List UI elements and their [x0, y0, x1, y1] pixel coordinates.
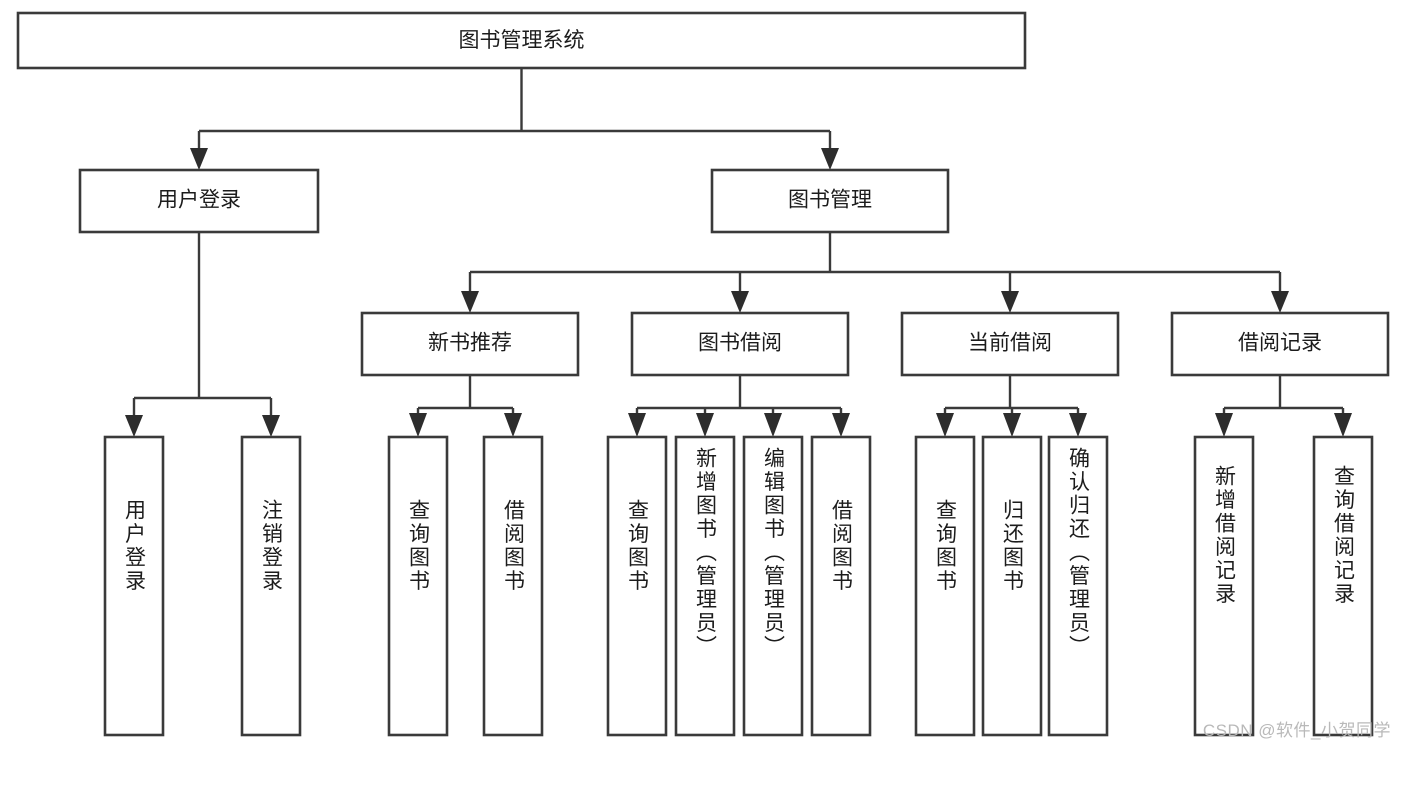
- node-leaf-book-borrow-3-box[interactable]: [742, 435, 804, 737]
- arrow-current-borrow-child-3-icon: [1069, 413, 1087, 437]
- arrow-book-mgmt-child-1-icon: [461, 291, 479, 313]
- node-new-book-recommend-box[interactable]: [360, 311, 580, 377]
- node-borrow-record-box[interactable]: [1170, 311, 1390, 377]
- node-borrow-record-label: 借阅记录: [1238, 332, 1322, 355]
- connector-group-new-book-recommend: [409, 375, 522, 437]
- node-leaf-new-book-2-box[interactable]: [482, 435, 544, 737]
- node-book-management-label: 图书管理: [788, 189, 872, 212]
- node-root-box[interactable]: [16, 11, 1027, 70]
- arrow-book-borrow-child-3-icon: [764, 413, 782, 437]
- node-leaf-book-borrow-4-box[interactable]: [810, 435, 872, 737]
- node-book-borrow-box[interactable]: [630, 311, 850, 377]
- arrow-root-to-user-login-icon: [190, 148, 208, 170]
- arrow-borrow-record-child-1-icon: [1215, 413, 1233, 437]
- connector-group-borrow-record: [1215, 375, 1352, 437]
- node-leaf-borrow-record-2-box[interactable]: [1312, 435, 1374, 737]
- arrow-book-mgmt-child-4-icon: [1271, 291, 1289, 313]
- node-leaf-current-borrow-3-box[interactable]: [1047, 435, 1109, 737]
- connector-group-book-borrow: [628, 375, 850, 437]
- arrow-book-mgmt-child-3-icon: [1001, 291, 1019, 313]
- node-user-login[interactable]: 用户登录: [78, 168, 320, 234]
- flowchart-canvas: 图书管理系统 用户登录 图书管理 新书推荐 图书借阅 当前借阅 借阅记录: [16, 11, 1390, 737]
- node-current-borrow-box[interactable]: [900, 311, 1120, 377]
- connector-group-current-borrow: [936, 375, 1087, 437]
- connector-group-root: [190, 68, 839, 170]
- connector-group-book-management: [461, 232, 1289, 313]
- arrow-user-login-child-1-icon: [125, 415, 143, 437]
- node-book-borrow[interactable]: 图书借阅: [630, 311, 850, 377]
- node-root-label: 图书管理系统: [459, 29, 585, 52]
- node-leaf-user-login-1-box[interactable]: [103, 435, 165, 737]
- arrow-current-borrow-child-1-icon: [936, 413, 954, 437]
- arrow-new-book-child-2-icon: [504, 413, 522, 437]
- arrow-book-mgmt-child-2-icon: [731, 291, 749, 313]
- arrow-borrow-record-child-2-icon: [1334, 413, 1352, 437]
- node-user-login-label: 用户登录: [157, 189, 241, 212]
- node-leaf-new-book-1-box[interactable]: [387, 435, 449, 737]
- flowchart-diagram: 图书管理系统 用户登录 图书管理 新书推荐 图书借阅 当前借阅 借阅记录: [16, 11, 1391, 740]
- arrow-book-borrow-child-4-icon: [832, 413, 850, 437]
- node-borrow-record[interactable]: 借阅记录: [1170, 311, 1390, 377]
- node-new-book-recommend[interactable]: 新书推荐: [360, 311, 580, 377]
- node-leaf-current-borrow-2-box[interactable]: [981, 435, 1043, 737]
- node-leaf-user-login-2-box[interactable]: [240, 435, 302, 737]
- node-current-borrow[interactable]: 当前借阅: [900, 311, 1120, 377]
- node-book-management[interactable]: 图书管理: [710, 168, 950, 234]
- node-book-management-box[interactable]: [710, 168, 950, 234]
- node-leaf-book-borrow-2-box[interactable]: [674, 435, 736, 737]
- node-root[interactable]: 图书管理系统: [16, 11, 1027, 70]
- node-current-borrow-label: 当前借阅: [968, 332, 1052, 355]
- node-leaf-borrow-record-1-box[interactable]: [1193, 435, 1255, 737]
- node-user-login-box[interactable]: [78, 168, 320, 234]
- arrow-book-borrow-child-1-icon: [628, 413, 646, 437]
- watermark-text: CSDN @软件_小贺同学: [1202, 721, 1391, 740]
- connector-group-user-login: [125, 232, 280, 437]
- node-book-borrow-label: 图书借阅: [698, 332, 782, 355]
- node-new-book-recommend-label: 新书推荐: [428, 332, 512, 355]
- node-leaf-book-borrow-1-box[interactable]: [606, 435, 668, 737]
- arrow-root-to-book-mgmt-icon: [821, 148, 839, 170]
- arrow-user-login-child-2-icon: [262, 415, 280, 437]
- arrow-new-book-child-1-icon: [409, 413, 427, 437]
- node-leaf-current-borrow-1-box[interactable]: [914, 435, 976, 737]
- arrow-current-borrow-child-2-icon: [1003, 413, 1021, 437]
- arrow-book-borrow-child-2-icon: [696, 413, 714, 437]
